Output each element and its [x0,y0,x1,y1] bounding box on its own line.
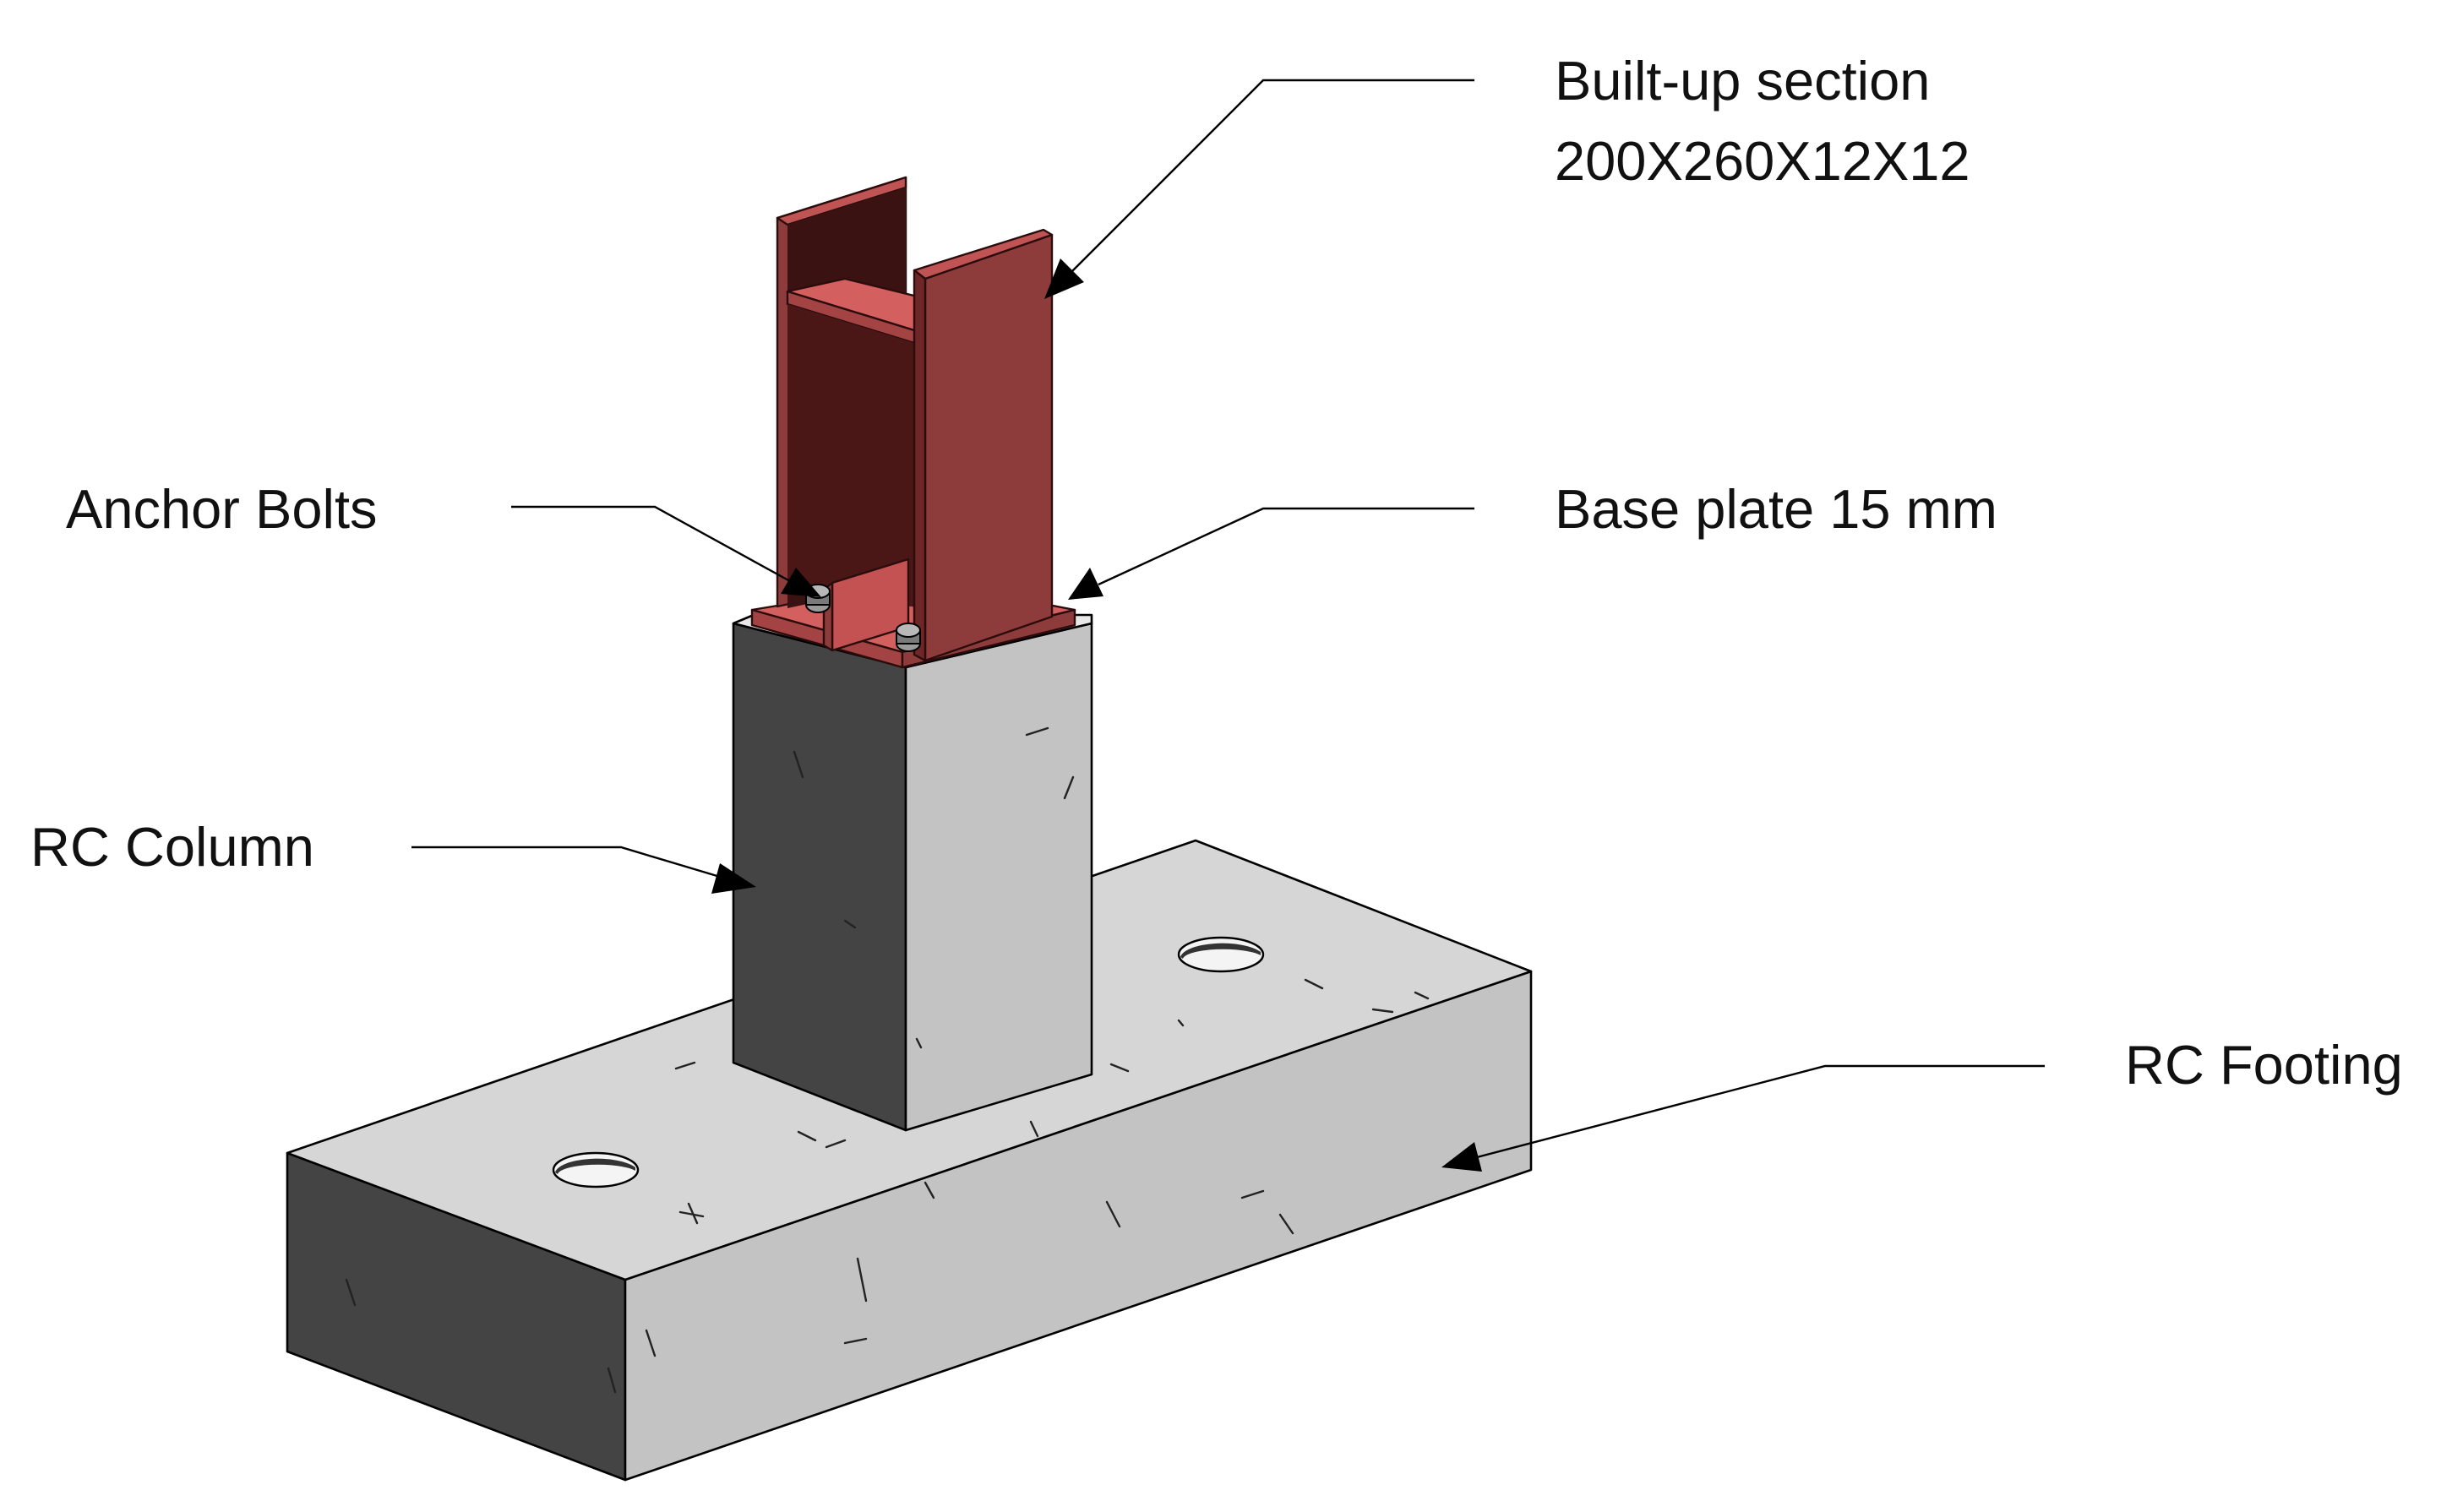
label-built-up-section: Built-up section [1555,50,1930,111]
label-anchor-bolts: Anchor Bolts [66,478,378,540]
label-base-plate: Base plate 15 mm [1555,478,1997,540]
footing-texture [345,978,1430,1394]
leader-built-up-section [1044,79,1474,299]
leader-rc-column [411,846,756,894]
leader-anchor-bolts [511,505,821,597]
label-section-dimensions: 200X260X12X12 [1555,130,1970,192]
footing-hole-front [552,1151,640,1188]
built-up-steel-section [776,176,1054,662]
label-rc-column: RC Column [30,816,314,878]
anchor-bolt-right [896,623,921,652]
rc-column [732,613,1093,1132]
leader-rc-footing [1441,1064,2045,1172]
footing-hole-back [1177,936,1265,973]
label-rc-footing: RC Footing [2125,1034,2403,1096]
leader-base-plate [1068,507,1474,600]
